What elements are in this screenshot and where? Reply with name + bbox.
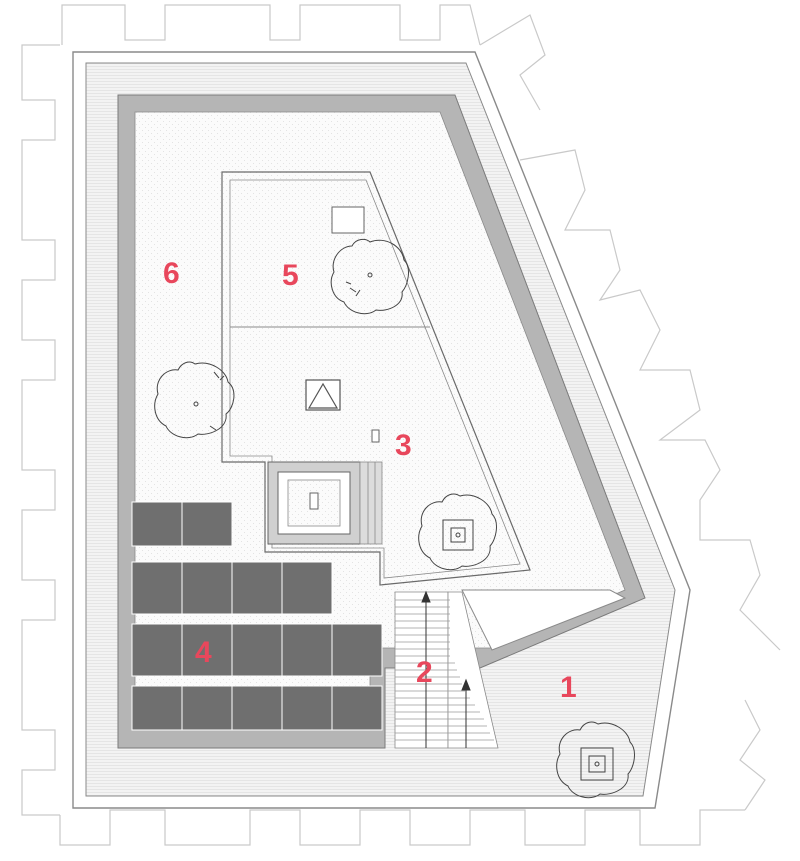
zone-label-1: 1	[560, 671, 577, 704]
staircase	[394, 590, 499, 749]
bench-strip	[461, 589, 627, 651]
small-vent	[371, 429, 380, 443]
zone-label-6: 6	[163, 257, 180, 290]
lightwell	[267, 461, 361, 545]
central-platform-outer	[221, 171, 531, 586]
stair-arrow-icon	[421, 590, 471, 748]
solar-panels	[131, 501, 383, 731]
skylight-icon	[331, 206, 365, 234]
zone-label-4: 4	[195, 636, 212, 669]
zone-label-5: 5	[282, 259, 299, 292]
zone-label-2: 2	[416, 656, 433, 689]
zone-label-3: 3	[395, 429, 412, 462]
adjacent-buildings	[21, 4, 781, 846]
tree-icon	[330, 238, 409, 315]
tree-icon	[556, 721, 635, 799]
vent-icon	[305, 379, 341, 411]
tree-icon	[154, 361, 235, 439]
side-steps	[359, 461, 383, 545]
tree-icon	[418, 493, 497, 571]
